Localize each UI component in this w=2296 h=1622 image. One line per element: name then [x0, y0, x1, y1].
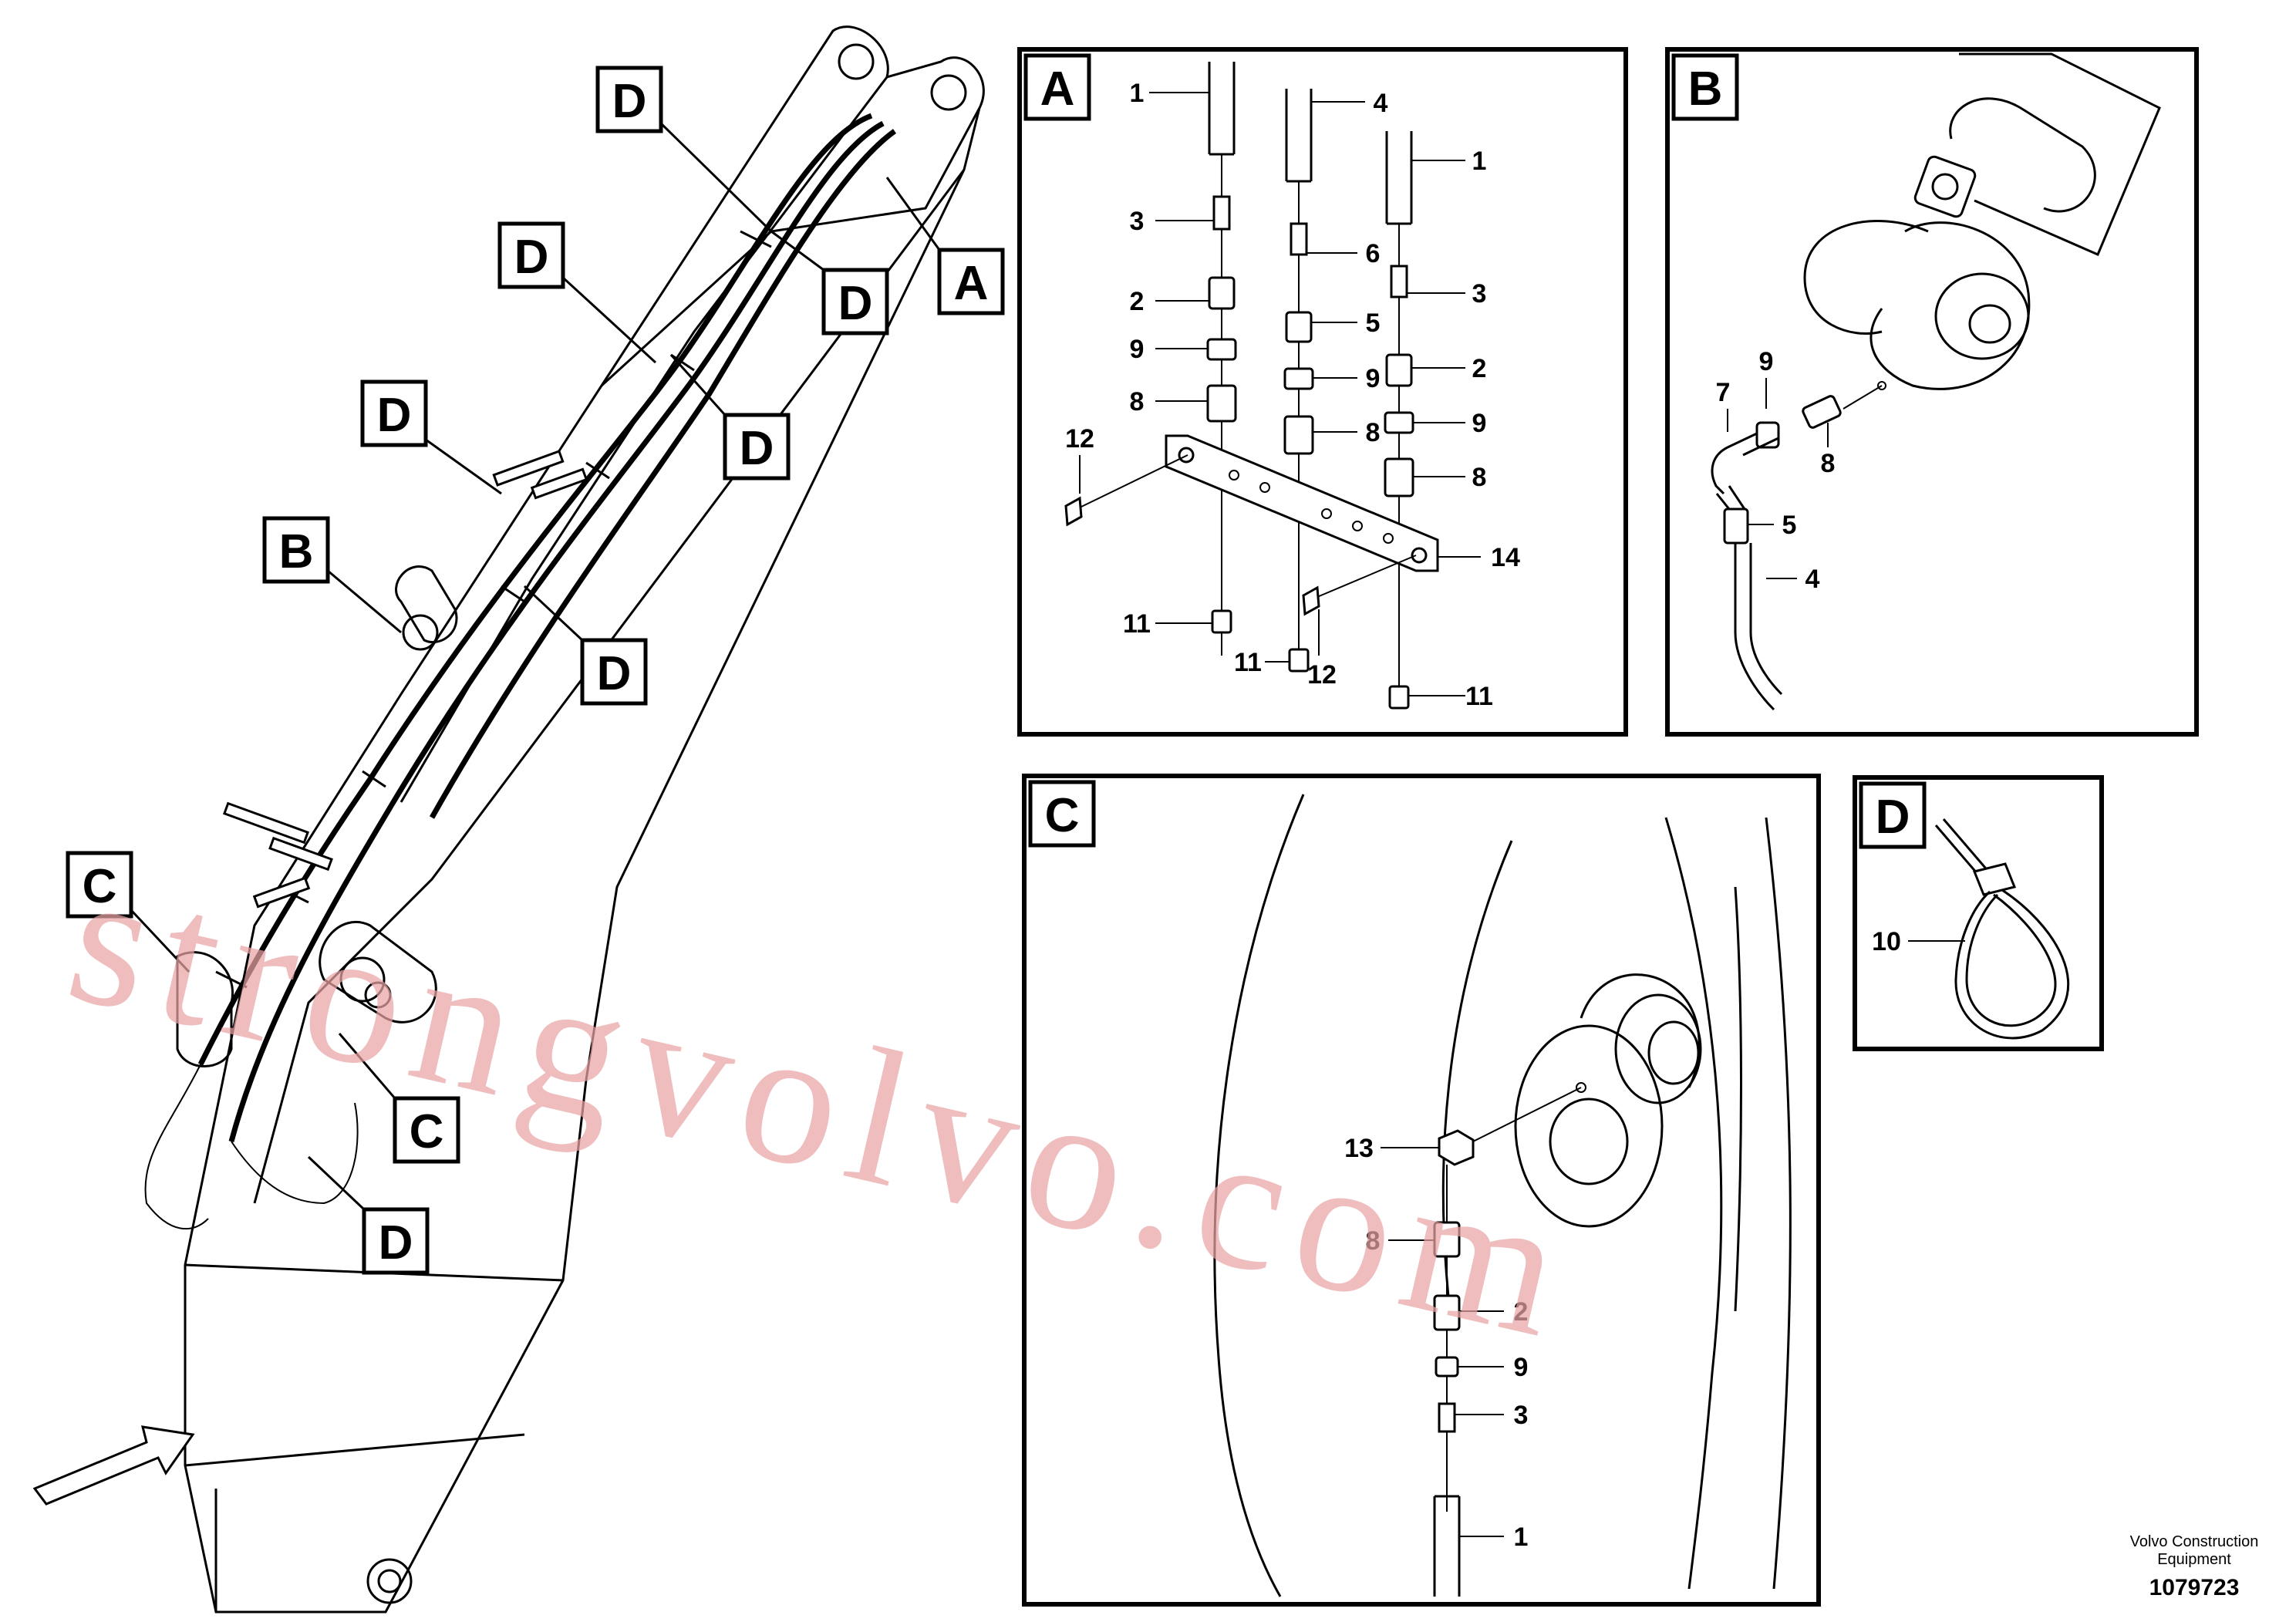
- label-a-11b: 11: [1234, 648, 1262, 677]
- label-a-2: 2: [1130, 287, 1145, 316]
- callout-d-4[interactable]: [723, 413, 791, 481]
- panel-d-tag: [1859, 781, 1927, 849]
- label-c-1: 1: [1514, 1523, 1529, 1552]
- label-a-11c: 11: [1465, 682, 1493, 711]
- callout-c-2[interactable]: [393, 1096, 460, 1164]
- label-c-2: 2: [1514, 1297, 1529, 1327]
- panel-c-title: C: [1045, 789, 1080, 842]
- view-direction-arrow: [32, 1425, 195, 1506]
- label-a-11: 11: [1123, 609, 1151, 639]
- label-c-8: 8: [1366, 1226, 1381, 1256]
- label-a-8c: 8: [1472, 463, 1487, 492]
- label-b-5: 5: [1782, 511, 1797, 540]
- callout-a[interactable]: [937, 248, 1005, 315]
- panel-c-frame: [1022, 774, 1821, 1607]
- panel-a-title: A: [1040, 62, 1075, 116]
- callout-d-7-label: D: [379, 1216, 413, 1270]
- callout-b[interactable]: [262, 516, 330, 584]
- callout-d-group: D D D D D D D: [307, 66, 889, 1275]
- panel-d-title: D: [1876, 791, 1910, 844]
- label-a-9b: 9: [1366, 364, 1381, 393]
- callout-c-1-label: C: [83, 860, 117, 913]
- callout-d-2[interactable]: [497, 221, 565, 289]
- company-name-line1: Volvo Construction: [2130, 1533, 2259, 1550]
- label-a-12: 12: [1065, 424, 1094, 454]
- callout-d-3-label: D: [838, 277, 873, 330]
- panel-b-title: B: [1688, 62, 1723, 116]
- label-b-9: 9: [1759, 347, 1774, 376]
- label-a-5: 5: [1366, 309, 1381, 338]
- panel-c: C 13 8 2 9 3 1: [1022, 774, 1821, 1607]
- callout-b-label: B: [279, 525, 314, 578]
- callout-d-6[interactable]: [580, 638, 648, 706]
- label-b-8: 8: [1821, 449, 1836, 478]
- footer: Volvo Construction Equipment 1079723: [2130, 1533, 2259, 1600]
- boom-drawing: [144, 25, 985, 1614]
- panel-b: B 7 9 8 5 4: [1665, 47, 2199, 737]
- label-c-13: 13: [1344, 1134, 1374, 1163]
- panel-a-tag: [1023, 53, 1091, 121]
- label-a-4: 4: [1374, 89, 1388, 118]
- callout-d-3[interactable]: [821, 268, 889, 336]
- label-a-1b: 1: [1472, 147, 1487, 176]
- label-c-3: 3: [1514, 1401, 1529, 1430]
- company-name-line2: Equipment: [2157, 1551, 2231, 1568]
- label-d-10: 10: [1872, 927, 1901, 956]
- label-a-1: 1: [1130, 79, 1145, 108]
- callout-d-4-label: D: [740, 422, 774, 475]
- callout-d-5[interactable]: [360, 379, 428, 447]
- label-a-3: 3: [1130, 207, 1145, 236]
- callout-d-6-label: D: [597, 647, 632, 700]
- document-number: 1079723: [2149, 1575, 2240, 1600]
- label-a-9c: 9: [1472, 409, 1487, 438]
- label-a-8: 8: [1130, 387, 1145, 416]
- panel-b-frame: [1665, 47, 2199, 737]
- label-c-9: 9: [1514, 1353, 1529, 1382]
- callout-d-1[interactable]: [595, 66, 663, 133]
- panel-c-tag: [1028, 780, 1096, 848]
- label-a-2b: 2: [1472, 354, 1487, 383]
- callout-abc-group: A B C C: [66, 177, 1005, 1164]
- label-b-4: 4: [1805, 565, 1820, 594]
- callout-d-2-label: D: [514, 231, 549, 284]
- panel-a: A: [1017, 47, 1628, 737]
- label-a-9: 9: [1130, 335, 1145, 364]
- label-a-14: 14: [1491, 543, 1520, 572]
- callout-a-label: A: [954, 257, 989, 310]
- callout-d-7[interactable]: [362, 1207, 430, 1275]
- label-a-6: 6: [1366, 239, 1381, 268]
- label-a-3b: 3: [1472, 279, 1487, 309]
- label-a-8b: 8: [1366, 418, 1381, 447]
- label-b-7: 7: [1716, 378, 1731, 407]
- callout-d-5-label: D: [377, 389, 412, 442]
- label-a-12b: 12: [1307, 660, 1337, 690]
- panel-a-frame: [1017, 47, 1628, 737]
- panel-d: D 10: [1853, 775, 2104, 1051]
- panel-b-tag: [1671, 53, 1739, 121]
- callout-d-1-label: D: [612, 75, 647, 128]
- callout-c-2-label: C: [410, 1105, 444, 1158]
- callout-c-1[interactable]: [66, 851, 133, 919]
